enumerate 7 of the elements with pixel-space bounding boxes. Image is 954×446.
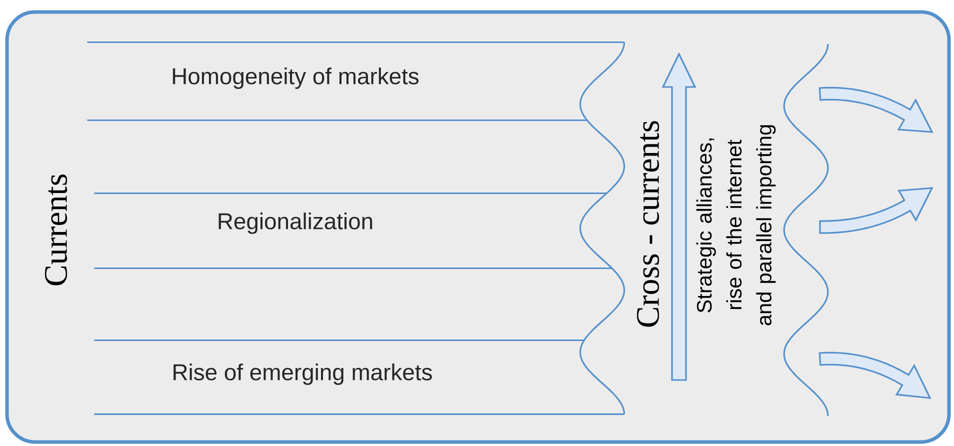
side-label: Currents: [44, 174, 68, 286]
side-label: Cross - currents: [636, 121, 660, 327]
current-band: Homogeneity of markets: [86, 41, 626, 157]
current-band: Rise of emerging markets: [93, 304, 626, 416]
vertical-text: Strategic alliances, rise of the internet and parallel importing: [696, 125, 776, 326]
panel-box: [5, 10, 951, 444]
current-band: Regionalization: [93, 156, 626, 305]
